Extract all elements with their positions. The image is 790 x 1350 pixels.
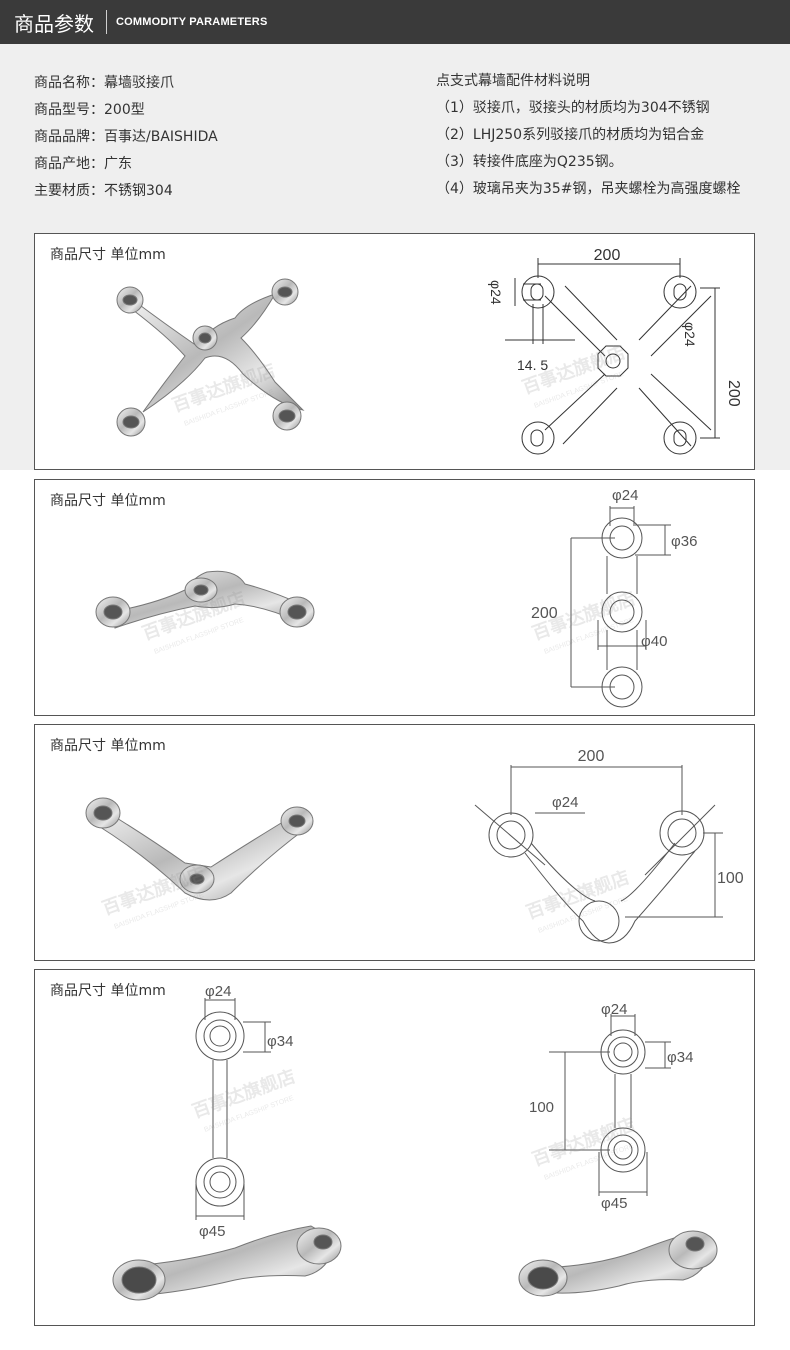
drawing-1-arm-a	[195, 998, 271, 1220]
panel-4-arm-drawing: 200 200 φ24 φ24 14. 5 百事达旗舰店 BAISHIDA FL…	[116, 247, 742, 455]
panel-label: 商品尺寸 单位mm	[50, 493, 166, 509]
panel-2-arm-v-drawing: 200 φ24 100 百事达旗舰店 BAISHIDA FLAGSHIP STO…	[85, 748, 744, 944]
dim-200: 200	[531, 605, 558, 622]
param-name: 商品名称：幕墙驳接爪	[34, 75, 174, 91]
a-dia-34: φ34	[267, 1033, 293, 1050]
header-divider	[106, 10, 107, 34]
params-section: 商品名称：幕墙驳接爪 商品型号：200型 商品品牌：百事达/BAISHIDA 商…	[0, 44, 790, 234]
product-v-arm-photo	[85, 797, 314, 901]
note-1: （1）驳接爪，驳接头的材质均为304不锈钢	[436, 100, 710, 116]
panel-2-arm-straight-drawing: φ24 φ36 200 φ40 百事达旗舰店 BAISHIDA FLAGSHIP…	[95, 487, 697, 708]
side-strip-right	[754, 234, 790, 470]
note-2: （2）LHJ250系列驳接爪的材质均为铝合金	[436, 127, 705, 143]
dia-24-left: φ24	[488, 280, 504, 305]
material-notes: 点支式幕墙配件材料说明 （1）驳接爪，驳接头的材质均为304不锈钢 （2）LHJ…	[436, 68, 740, 203]
side-strip-left	[0, 234, 34, 470]
param-material: 主要材质：不锈钢304	[34, 183, 173, 199]
param-brand: 商品品牌：百事达/BAISHIDA	[34, 129, 218, 145]
watermark: 百事达旗舰店 BAISHIDA FLAGSHIP STORE 百事达旗舰店 BA…	[139, 587, 638, 656]
product-1-arm-photo-b	[518, 1230, 718, 1297]
slot-width: 14. 5	[517, 357, 548, 373]
header-title-en: COMMODITY PARAMETERS	[116, 16, 268, 28]
dim-width-200: 200	[594, 247, 621, 264]
notes-title: 点支式幕墙配件材料说明	[436, 73, 590, 89]
dia-24-right: φ24	[682, 322, 698, 347]
dia-24: φ24	[552, 794, 578, 811]
param-origin: 商品产地：广东	[34, 156, 132, 172]
b-dia-34: φ34	[667, 1049, 693, 1066]
panel-4-arm: 商品尺寸 单位mm	[34, 233, 755, 470]
dia-36: φ36	[671, 533, 697, 550]
watermark: 百事达旗舰店 BAISHIDA FLAGSHIP STORE 百事达旗舰店 BA…	[189, 1065, 638, 1182]
a-dia-45: φ45	[199, 1223, 225, 1240]
dim-200: 200	[578, 748, 605, 765]
drawing-v-arm	[474, 765, 723, 944]
b-dim-100: 100	[529, 1099, 554, 1116]
b-dia-24: φ24	[601, 1001, 627, 1018]
panel-2-arm-v: 商品尺寸 单位mm 200 φ24 100 百事达旗舰店 BAISHIDA FL…	[34, 724, 755, 961]
panel-label: 商品尺寸 单位mm	[50, 247, 166, 263]
product-4-arm-photo	[116, 278, 305, 437]
params-list: 商品名称：幕墙驳接爪 商品型号：200型 商品品牌：百事达/BAISHIDA 商…	[34, 70, 218, 205]
dim-100: 100	[717, 870, 744, 887]
watermark: 百事达旗舰店 BAISHIDA FLAGSHIP STORE 百事达旗舰店 BA…	[99, 862, 632, 935]
dim-height-200: 200	[725, 380, 742, 407]
b-dia-45: φ45	[601, 1195, 627, 1212]
drawing-2-arm-straight	[570, 506, 671, 708]
product-1-arm-photo-a	[112, 1225, 342, 1301]
panel-1-arm-drawing: φ24 φ34 φ45 φ24 φ34 100 φ45	[112, 983, 718, 1301]
product-2-arm-photo	[95, 570, 315, 629]
panel-1-arm: 商品尺寸 单位mm φ24 φ34 φ45	[34, 969, 755, 1326]
panel-label: 商品尺寸 单位mm	[50, 983, 166, 999]
header-title-cn: 商品参数	[14, 11, 94, 36]
drawing-4-arm	[505, 258, 720, 455]
panel-2-arm-straight: 商品尺寸 单位mm φ24 φ36 200 φ40 百事达旗舰	[34, 479, 755, 716]
a-dia-24: φ24	[205, 983, 231, 1000]
drawing-1-arm-b	[549, 1014, 671, 1196]
panel-label: 商品尺寸 单位mm	[50, 738, 166, 754]
note-3: （3）转接件底座为Q235钢。	[436, 154, 623, 170]
dia-40: φ40	[641, 633, 667, 650]
section-header: 商品参数 COMMODITY PARAMETERS	[0, 0, 790, 44]
note-4: （4）玻璃吊夹为35#钢，吊夹螺栓为高强度螺栓	[436, 181, 741, 197]
param-model: 商品型号：200型	[34, 102, 145, 118]
dia-24: φ24	[612, 487, 638, 504]
